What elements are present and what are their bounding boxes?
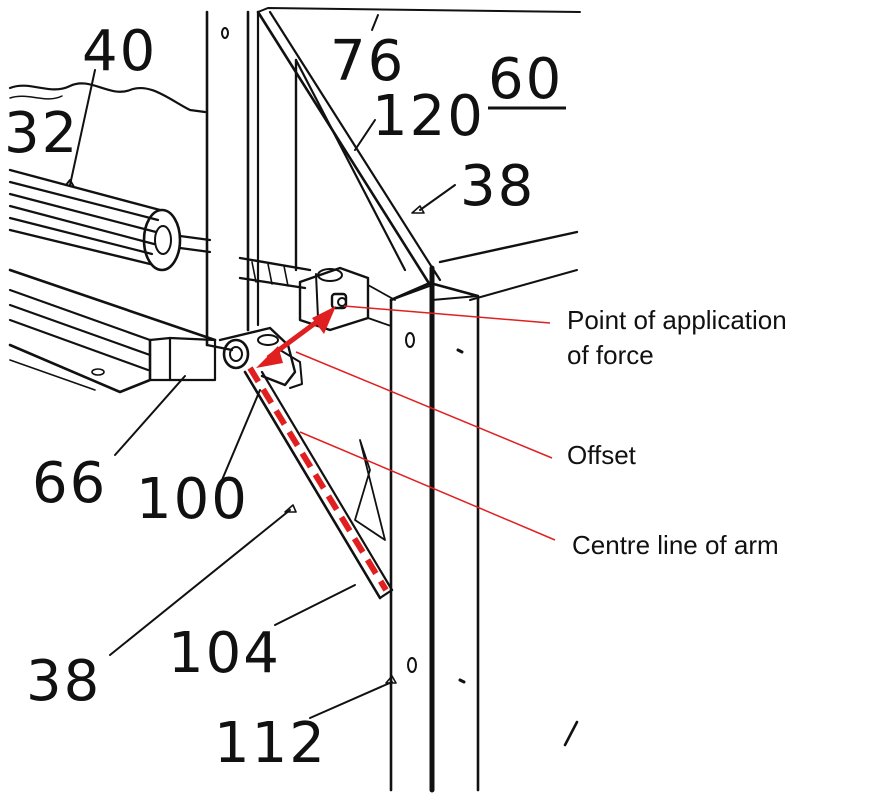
vertical-post [205, 10, 298, 352]
numeral-104: 104 [168, 621, 281, 686]
numeral-112: 112 [214, 711, 327, 776]
centre-line-dashed [247, 366, 389, 592]
numeral-38-top: 38 [460, 154, 535, 219]
roller-40 [8, 168, 212, 272]
leader-point-of-application [343, 305, 551, 324]
label-of-force: of force [567, 340, 654, 370]
label-offset: Offset [567, 440, 637, 470]
numeral-76: 76 [330, 29, 405, 94]
annotation-labels: Point of application of force Offset Cen… [567, 305, 787, 560]
rail-66 [8, 268, 217, 394]
leader-offset [295, 351, 553, 459]
brace-120 [256, 7, 581, 287]
channel-post [389, 265, 480, 793]
pivot-100 [218, 326, 303, 389]
red-annotations [247, 305, 556, 592]
reference-numerals: 40 32 76 120 60 38 66 100 38 104 112 [4, 19, 566, 776]
numeral-66: 66 [32, 451, 107, 516]
mechanical-drawing [8, 7, 581, 793]
numeral-38-bottom: 38 [26, 649, 101, 714]
label-point-of-application: Point of application [567, 305, 787, 335]
mounting-bracket [298, 266, 396, 332]
leader-centre-line [299, 431, 556, 541]
numeral-120: 120 [372, 84, 485, 149]
numeral-60: 60 [488, 47, 563, 112]
offset-double-arrow [256, 306, 336, 368]
numeral-40: 40 [82, 19, 157, 84]
numeral-32: 32 [4, 101, 79, 166]
label-centre-line-of-arm: Centre line of arm [572, 530, 779, 560]
numeral-100: 100 [136, 467, 249, 532]
